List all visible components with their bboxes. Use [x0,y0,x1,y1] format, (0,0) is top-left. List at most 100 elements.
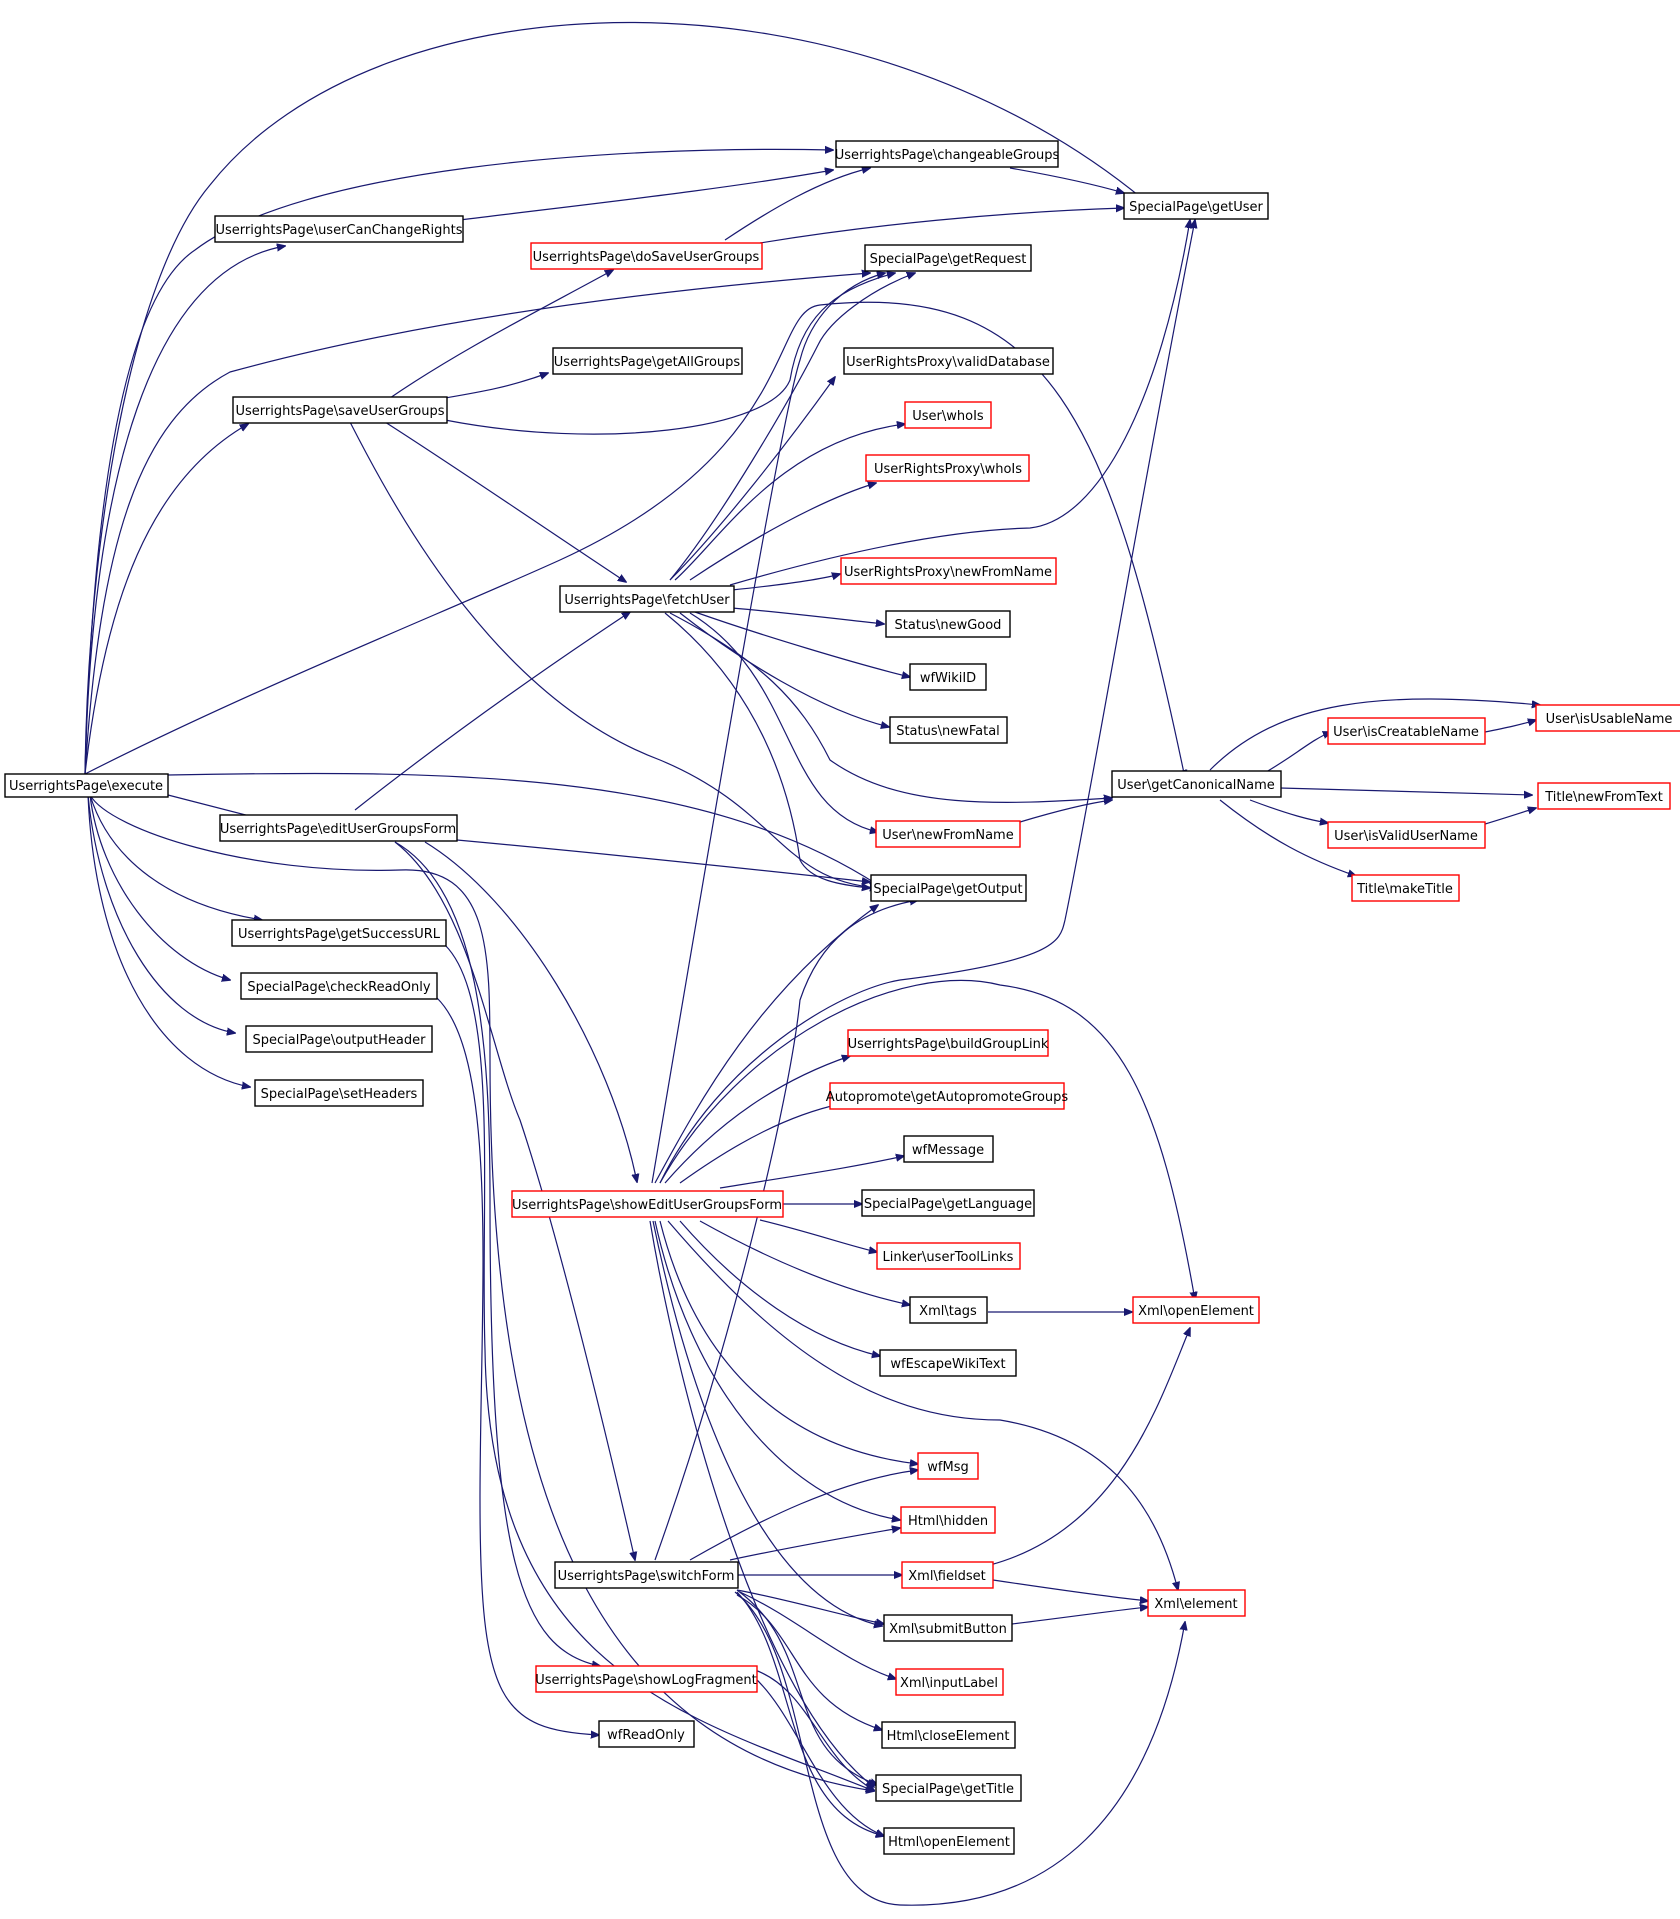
node-box-getCanonicalName [1111,770,1282,798]
graph-node-userWhoIs[interactable]: User\whoIs [904,401,992,429]
node-label-htmlOpenElement: Html\openElement [888,1835,1010,1850]
graph-node-getAutopromoteGroups[interactable]: Autopromote\getAutopromoteGroups [826,1082,1069,1110]
edge-showEditUserGroupsForm-getOutput [654,905,878,1184]
graph-node-getTitle[interactable]: SpecialPage\getTitle [875,1774,1022,1802]
node-box-makeTitle [1351,874,1460,902]
node-label-isUsableName: User\isUsableName [1546,712,1673,727]
graph-node-inputLabel[interactable]: Xml\inputLabel [895,1668,1004,1696]
call-nodes: UserrightsPage\execute UserrightsPage\ch… [4,140,1680,1855]
edge-fetchUser-wfWikiID [694,611,910,677]
graph-node-xmlOpenElement[interactable]: Xml\openElement [1132,1296,1260,1324]
node-box-setHeaders [254,1079,424,1107]
edge-submitButton-xmlElement [1011,1607,1148,1625]
graph-node-getOutput[interactable]: SpecialPage\getOutput [870,874,1027,902]
graph-node-htmlCloseElement[interactable]: Html\closeElement [881,1721,1016,1749]
graph-node-htmlOpenElement[interactable]: Html\openElement [883,1827,1015,1855]
graph-node-statusNewFatal[interactable]: Status\newFatal [889,716,1008,744]
edge-switchForm-htmlCloseElement [736,1594,882,1730]
node-label-showLogFragment: UserrightsPage\showLogFragment [535,1673,756,1688]
node-label-userWhoIs: User\whoIs [912,409,984,424]
graph-node-getLanguage[interactable]: SpecialPage\getLanguage [861,1189,1035,1217]
graph-node-isUsableName[interactable]: User\isUsableName [1535,704,1680,732]
graph-node-fetchUser[interactable]: UserrightsPage\fetchUser [559,585,735,613]
graph-node-showLogFragment[interactable]: UserrightsPage\showLogFragment [535,1665,758,1693]
edge-fetchUser-statusNewFatal [679,612,889,727]
graph-node-showEditUserGroupsForm[interactable]: UserrightsPage\showEditUserGroupsForm [511,1190,784,1218]
edge-switchForm-wfMsg [689,1470,918,1561]
graph-node-xmlFieldset[interactable]: Xml\fieldset [901,1561,994,1589]
edge-userNewFromName-getCanonicalName [1019,800,1112,823]
node-label-xmlFieldset: Xml\fieldset [908,1569,985,1584]
edge-execute-getUser [84,21,1150,775]
graph-node-userToolLinks[interactable]: Linker\userToolLinks [876,1242,1021,1270]
edge-execute-checkReadOnly [89,794,230,980]
node-box-statusNewGood [885,610,1011,638]
edge-execute-saveUserGroups [84,424,248,775]
node-box-saveUserGroups [232,396,448,424]
node-label-wfMessage: wfMessage [912,1143,984,1158]
graph-node-wfWikiID[interactable]: wfWikiID [909,663,987,691]
graph-node-setHeaders[interactable]: SpecialPage\setHeaders [254,1079,424,1107]
node-box-getTitle [875,1774,1022,1802]
graph-node-userNewFromName[interactable]: User\newFromName [875,820,1021,848]
graph-node-getSuccessURL[interactable]: UserrightsPage\getSuccessURL [231,919,447,947]
edge-xmlFieldset-xmlElement [992,1579,1148,1601]
node-box-statusNewFatal [889,716,1008,744]
graph-node-htmlHidden[interactable]: Html\hidden [900,1506,996,1534]
graph-node-isValidUserName[interactable]: User\isValidUserName [1327,821,1486,849]
graph-node-doSaveUserGroups[interactable]: UserrightsPage\doSaveUserGroups [530,242,763,270]
edge-switchForm-getOutput [654,900,918,1561]
graph-node-submitButton[interactable]: Xml\submitButton [883,1614,1013,1642]
graph-node-wfMsg[interactable]: wfMsg [917,1452,979,1480]
node-box-htmlCloseElement [881,1721,1016,1749]
graph-node-proxyWhoIs[interactable]: UserRightsProxy\whoIs [865,454,1030,482]
node-label-getTitle: SpecialPage\getTitle [882,1782,1014,1797]
graph-node-getUser[interactable]: SpecialPage\getUser [1123,192,1269,220]
edge-switchForm-xmlElement [734,1591,1185,1906]
graph-node-getCanonicalName[interactable]: User\getCanonicalName [1111,770,1282,798]
graph-node-statusNewGood[interactable]: Status\newGood [885,610,1011,638]
graph-node-wfEscapeWikiText[interactable]: wfEscapeWikiText [879,1349,1017,1377]
graph-node-isCreatableName[interactable]: User\isCreatableName [1327,717,1486,745]
node-box-validDatabase [843,347,1054,375]
graph-node-userCanChangeRights[interactable]: UserrightsPage\userCanChangeRights [214,215,464,243]
graph-node-wfReadOnly[interactable]: wfReadOnly [598,1720,695,1748]
node-box-proxyNewFromName [840,557,1057,585]
node-label-checkReadOnly: SpecialPage\checkReadOnly [247,980,431,995]
node-label-makeTitle: Title\makeTitle [1356,882,1453,897]
graph-node-wfMessage[interactable]: wfMessage [903,1135,994,1163]
edge-switchForm-inputLabel [739,1591,896,1679]
graph-node-execute[interactable]: UserrightsPage\execute [4,773,169,798]
graph-node-checkReadOnly[interactable]: SpecialPage\checkReadOnly [240,972,438,1000]
node-box-xmlElement [1147,1589,1246,1617]
graph-node-validDatabase[interactable]: UserRightsProxy\validDatabase [843,347,1054,375]
edge-getCanonicalName-isUsableName [1209,698,1540,771]
edge-getCanonicalName-makeTitle [1219,799,1356,876]
node-label-proxyNewFromName: UserRightsProxy\newFromName [844,565,1052,580]
graph-node-editUserGroupsForm[interactable]: UserrightsPage\editUserGroupsForm [219,814,458,842]
graph-node-xmlElement[interactable]: Xml\element [1147,1589,1246,1617]
graph-node-makeTitle[interactable]: Title\makeTitle [1351,874,1460,902]
edge-getCanonicalName-isValidUserName [1249,799,1328,823]
node-box-htmlOpenElement [883,1827,1015,1855]
graph-node-proxyNewFromName[interactable]: UserRightsProxy\newFromName [840,557,1057,585]
graph-node-titleNewFromText[interactable]: Title\newFromText [1537,782,1671,810]
edge-showEditUserGroupsForm-wfEscapeWikiText [679,1220,880,1356]
node-label-execute: UserrightsPage\execute [9,779,163,794]
node-box-switchForm [554,1561,739,1589]
graph-node-getAllGroups[interactable]: UserrightsPage\getAllGroups [552,347,743,375]
graph-node-getRequest[interactable]: SpecialPage\getRequest [864,244,1032,272]
graph-node-changeableGroups[interactable]: UserrightsPage\changeableGroups [835,140,1060,168]
edge-fetchUser-userWhoIs [674,424,905,581]
graph-node-saveUserGroups[interactable]: UserrightsPage\saveUserGroups [232,396,448,424]
graph-node-buildGroupLink[interactable]: UserrightsPage\buildGroupLink [847,1029,1049,1057]
graph-node-outputHeader[interactable]: SpecialPage\outputHeader [245,1025,433,1053]
node-label-buildGroupLink: UserrightsPage\buildGroupLink [848,1037,1049,1052]
graph-node-xmlTags[interactable]: Xml\tags [909,1296,988,1324]
edge-showEditUserGroupsForm-getRequest [651,273,885,1184]
node-box-userToolLinks [876,1242,1021,1270]
graph-node-switchForm[interactable]: UserrightsPage\switchForm [554,1561,739,1589]
edge-execute-changeableGroups [84,149,833,775]
node-label-outputHeader: SpecialPage\outputHeader [253,1033,427,1048]
